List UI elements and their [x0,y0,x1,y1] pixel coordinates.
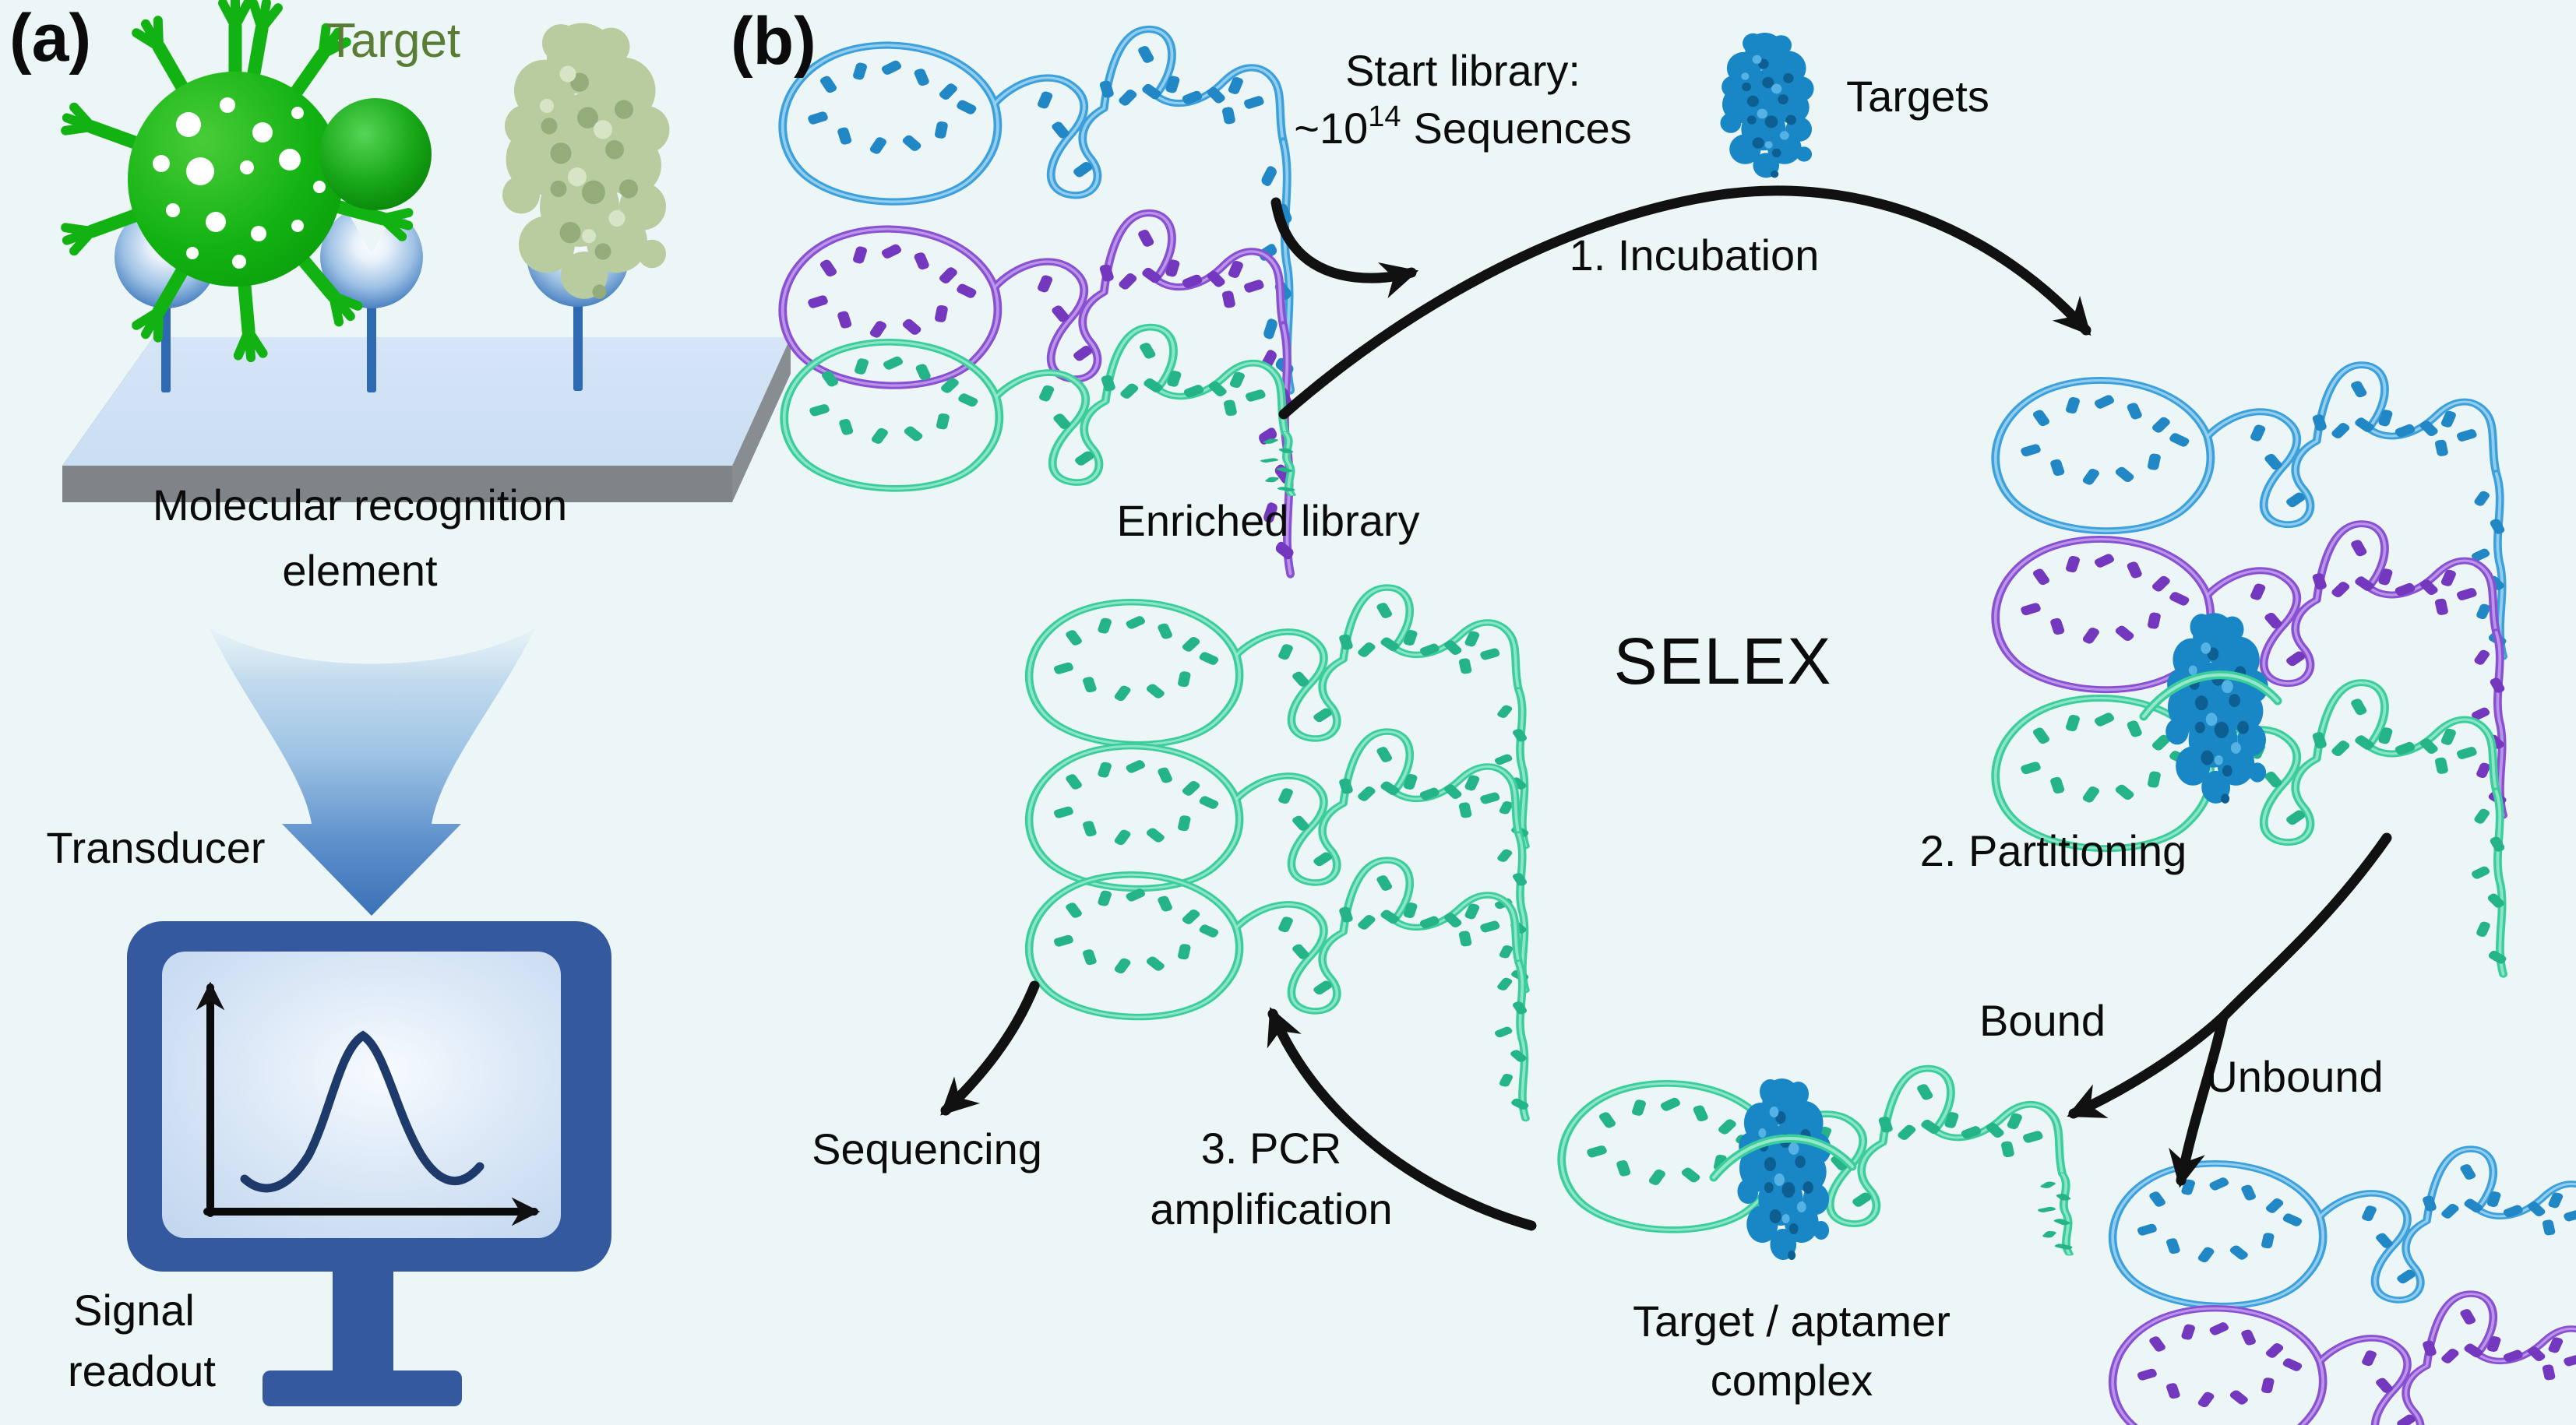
enriched-library-label: Enriched library [1116,496,1419,545]
wrap-strand-complex-hi [1712,1137,1854,1179]
panel-b-label: (b) [731,4,816,79]
monitor-screen [162,952,561,1238]
signal-readout-line1: Signal [73,1286,195,1335]
complex-label-line1: Target / aptamer [1633,1297,1951,1346]
bound-label: Bound [1979,996,2106,1045]
panel-b [502,23,2576,1425]
library-entry-arrow [1270,197,1419,299]
molecular-recognition-line1: Molecular recognition [153,480,567,530]
platform-top-face [62,337,791,466]
incubation-arrow [1278,185,2091,420]
sequencing-label: Sequencing [812,1124,1042,1173]
platform-front-face [62,466,732,502]
signal-peak-curve [240,1030,485,1193]
pcr-label-line2: amplification [1150,1184,1392,1233]
platform-right-face [732,337,791,502]
start-library-line1: Start library: [1345,46,1580,95]
selex-label: SELEX [1614,625,1833,698]
labels: (a) Target Molecular recognition element… [9,1,2384,1405]
monitor-stand-neck [333,1268,393,1377]
transducer-arrow [209,628,536,916]
wrap-strand-incubated-hi [2142,673,2279,718]
transducer-label: Transducer [46,823,265,872]
virus-icon [61,0,414,363]
panel-a-label: (a) [9,1,91,76]
bound-arrow [2067,1012,2229,1119]
unbound-label: Unbound [2206,1052,2383,1101]
signal-readout-line2: readout [68,1346,216,1395]
pcr-amplification-arrow [1267,1007,1537,1231]
panel-a [61,0,791,1406]
unbound-arrow [2169,1012,2229,1188]
target-label: Target [326,14,460,68]
partitioning-label: 2. Partitioning [1920,826,2187,875]
sequencing-arrow [940,980,1040,1116]
complex-label-line2: complex [1711,1356,1873,1405]
partitioning-arrow [2218,832,2392,1022]
targets-label: Targets [1846,72,1989,121]
target-sphere-icon [319,98,432,210]
signal-readout-monitor [127,921,611,1406]
sensor-platform [62,337,791,502]
incubation-label: 1. Incubation [1570,230,1820,280]
monitor-stand-base [263,1370,462,1406]
molecular-recognition-line2: element [282,546,438,595]
pcr-label-line1: 3. PCR [1201,1124,1342,1173]
